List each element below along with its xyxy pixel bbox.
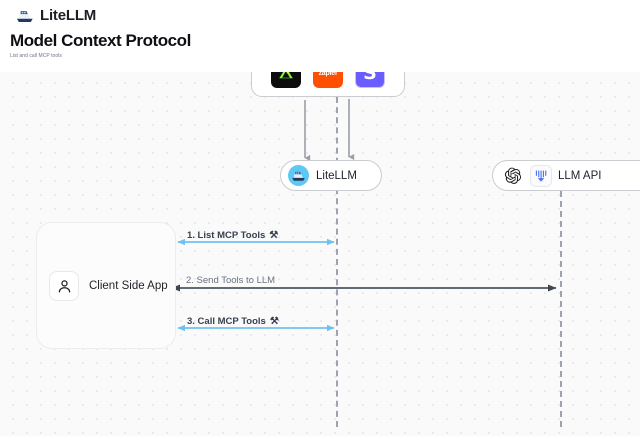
brand[interactable]: LiteLLM: [16, 7, 96, 24]
client-side-app-group[interactable]: Client Side App: [36, 222, 176, 349]
page-header: LiteLLM Model Context Protocol List and …: [0, 0, 640, 72]
client-side-app-content: Client Side App: [49, 271, 168, 301]
client-side-app-label: Client Side App: [89, 280, 168, 292]
litellm-ship-icon: [288, 165, 309, 186]
flow-label-list-mcp-tools: 1. List MCP Tools ⚒: [187, 230, 278, 241]
user-icon: [49, 271, 79, 301]
tools-emoji-icon: ⚒: [269, 315, 279, 327]
openai-icon: [502, 164, 524, 187]
page-subtitle: List and call MCP tools: [10, 53, 62, 59]
brand-name: LiteLLM: [40, 7, 97, 24]
anthropic-icon: [530, 164, 552, 187]
zapier-icon: zapier: [318, 69, 338, 77]
tools-emoji-icon: ⚒: [269, 229, 279, 241]
flow-label-1-text: 1. List MCP Tools: [187, 230, 266, 241]
flow-label-send-tools-to-llm: 2. Send Tools to LLM: [186, 275, 275, 286]
flow-label-2-text: 2. Send Tools to LLM: [186, 275, 276, 286]
lifeline-llm-api: [560, 191, 562, 427]
node-llm-api-label: LLM API: [558, 169, 602, 182]
lifeline-litellm: [336, 97, 338, 427]
flow-label-call-mcp-tools: 3. Call MCP Tools ⚒: [187, 316, 279, 327]
node-llm-api[interactable]: LLM API: [492, 160, 640, 191]
page-title: Model Context Protocol: [10, 31, 191, 50]
flow-label-3-text: 3. Call MCP Tools: [187, 316, 266, 327]
node-litellm-label: LiteLLM: [316, 169, 357, 182]
node-litellm[interactable]: LiteLLM: [280, 160, 382, 191]
litellm-ship-icon: [16, 10, 33, 22]
